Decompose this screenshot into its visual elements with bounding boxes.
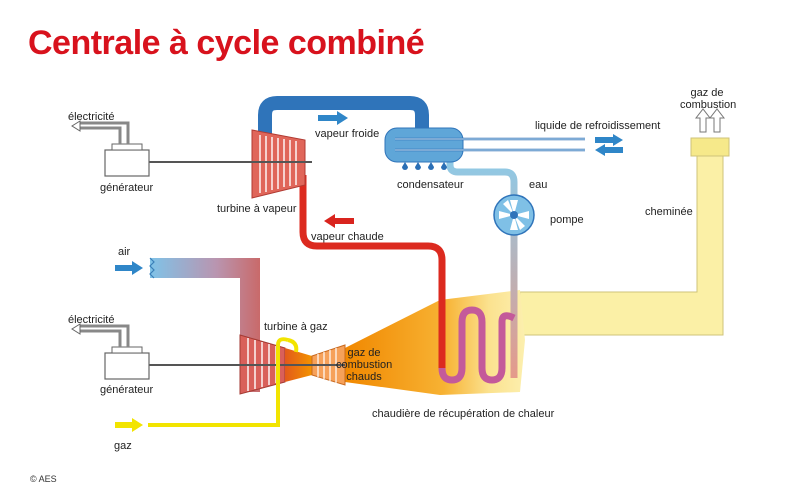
cold-steam-label: vapeur froide <box>315 128 380 140</box>
condensate-drop <box>415 162 421 170</box>
chimney-top <box>690 137 730 157</box>
generator-bottom <box>104 352 150 380</box>
power-cable-bottom <box>80 324 130 347</box>
hot-exhaust-label: gaz de combustion chauds <box>336 347 392 383</box>
air-arrow-icon <box>115 261 143 275</box>
hot-exhaust-label-line-1: gaz de <box>347 347 381 359</box>
hot-steam-arrow-icon <box>324 214 354 228</box>
hot-steam-label: vapeur chaude <box>311 231 384 243</box>
chimney-duct <box>519 149 724 336</box>
steam-turbine-blades <box>259 135 297 193</box>
exhaust-label: gaz de combustion <box>680 87 737 111</box>
coolant-label: liquide de refroidissement <box>535 120 661 132</box>
condensate-drop <box>441 162 447 170</box>
generator-top <box>104 149 150 177</box>
gas-turbine-label: turbine à gaz <box>264 321 328 333</box>
power-cable-top <box>80 121 130 144</box>
generator-label-top: générateur <box>100 182 154 194</box>
boiler-coil <box>438 306 516 384</box>
water-return-pipe <box>446 155 518 378</box>
exhaust-label-line-2: combustion <box>680 99 737 111</box>
electricity-arrow-bottom-icon <box>71 323 81 335</box>
cold-steam-arrow-icon <box>318 111 348 125</box>
water-label: eau <box>529 179 548 191</box>
electricity-label-bottom: électricité <box>68 314 115 326</box>
electricity-arrow-top-icon <box>71 120 81 132</box>
condenser-label: condensateur <box>397 179 464 191</box>
condensate-drop <box>428 162 434 170</box>
hot-exhaust-label-line-3: chauds <box>346 371 382 383</box>
exhaust-label-line-1: gaz de <box>690 87 724 99</box>
pump-rotor-icon <box>499 200 529 230</box>
steam-turbine-label: turbine à vapeur <box>217 203 297 215</box>
gas-label: gaz <box>114 440 132 452</box>
generator-label-bottom: générateur <box>100 384 154 396</box>
exhaust-arrows-icon <box>694 108 726 133</box>
cold-steam-pipe <box>258 96 429 140</box>
air-label: air <box>118 246 131 258</box>
coolant-in-arrow-icon <box>595 134 623 146</box>
coolant-out-arrow-icon <box>595 144 623 156</box>
hot-exhaust-label-line-2: combustion <box>336 359 393 371</box>
gas-fuel-line <box>148 337 289 427</box>
gas-arrow-icon <box>115 418 143 432</box>
condensate-drop <box>402 162 408 170</box>
chimney-label: cheminée <box>645 206 693 218</box>
boiler-label: chaudière de récupération de chaleur <box>372 408 555 420</box>
pump-label: pompe <box>550 214 584 226</box>
copyright: © AES <box>30 474 57 484</box>
hot-steam-pipe <box>299 175 446 368</box>
electricity-label-top: électricité <box>68 111 115 123</box>
page-title: Centrale à cycle combiné <box>28 24 425 62</box>
condenser <box>384 127 464 163</box>
